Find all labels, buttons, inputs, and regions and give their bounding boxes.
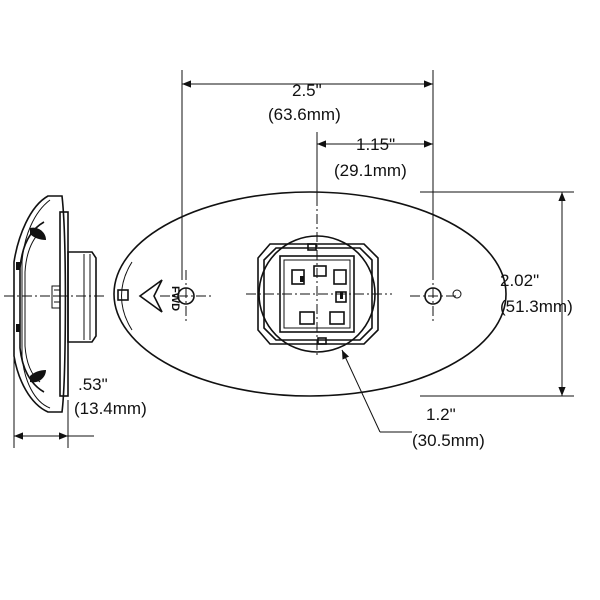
depth-mm: (13.4mm) (74, 399, 147, 418)
connector (246, 196, 392, 356)
height-mm: (51.3mm) (500, 297, 573, 316)
height-inches: 2.02" (500, 271, 539, 290)
side-view (4, 195, 104, 413)
housing-outline (113, 191, 507, 397)
depth-inches: .53" (78, 375, 108, 394)
connector-diameter-inches: 1.2" (426, 405, 456, 424)
overall-length-mm: (63.6mm) (268, 105, 341, 124)
fwd-marking: FWD (138, 279, 181, 313)
left-mounting-hole (160, 270, 212, 322)
hole-offset-mm: (29.1mm) (334, 161, 407, 180)
hole-offset-inches: 1.15" (356, 135, 395, 154)
depth-dimension: .53" (13.4mm) (13, 356, 147, 448)
connector-diameter-mm: (30.5mm) (412, 431, 485, 450)
overall-length-inches: 2.5" (292, 81, 322, 100)
hole-offset-dimension: 1.15" (29.1mm) (316, 132, 433, 196)
height-dimension: 2.02" (51.3mm) (420, 191, 574, 397)
connector-diameter-leader: 1.2" (30.5mm) (341, 349, 485, 450)
front-view: FWD (113, 191, 507, 397)
right-mounting-hole (410, 270, 462, 322)
overall-length-dimension: 2.5" (63.6mm) (181, 70, 434, 280)
fwd-label: FWD (169, 286, 181, 311)
